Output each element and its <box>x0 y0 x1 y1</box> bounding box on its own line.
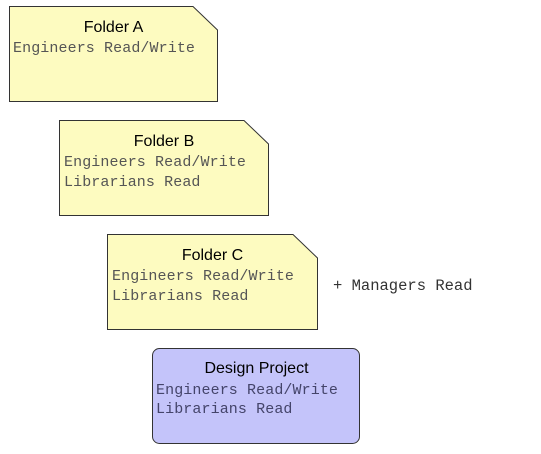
folder-a-title: Folder A <box>83 19 144 36</box>
design-project-shape <box>152 348 360 444</box>
design-project-title: Design Project <box>204 360 309 377</box>
folder-c-node: Folder C Engineers Read/Write Librarians… <box>107 234 318 330</box>
managers-read-annotation: + Managers Read <box>333 277 473 295</box>
folder-b-line-1: Engineers Read/Write <box>64 154 247 171</box>
folder-b-title: Folder B <box>133 133 195 150</box>
folder-c-title: Folder C <box>181 247 244 264</box>
design-project-node: Design Project Engineers Read/Write Libr… <box>152 348 361 444</box>
design-project-line-2: Librarians Read <box>156 401 293 418</box>
folder-a-node: Folder A Engineers Read/Write <box>9 6 218 102</box>
folder-b-node: Folder B Engineers Read/Write Librarians… <box>59 120 269 216</box>
folder-c-shape <box>107 234 318 330</box>
folder-a-shape <box>9 6 218 102</box>
folder-b-line-2: Librarians Read <box>64 174 201 191</box>
design-project-line-1: Engineers Read/Write <box>156 382 339 399</box>
folder-a-line-1: Engineers Read/Write <box>13 40 196 57</box>
folder-c-line-1: Engineers Read/Write <box>112 268 295 285</box>
folder-b-shape <box>59 120 269 216</box>
folder-c-line-2: Librarians Read <box>112 288 249 305</box>
